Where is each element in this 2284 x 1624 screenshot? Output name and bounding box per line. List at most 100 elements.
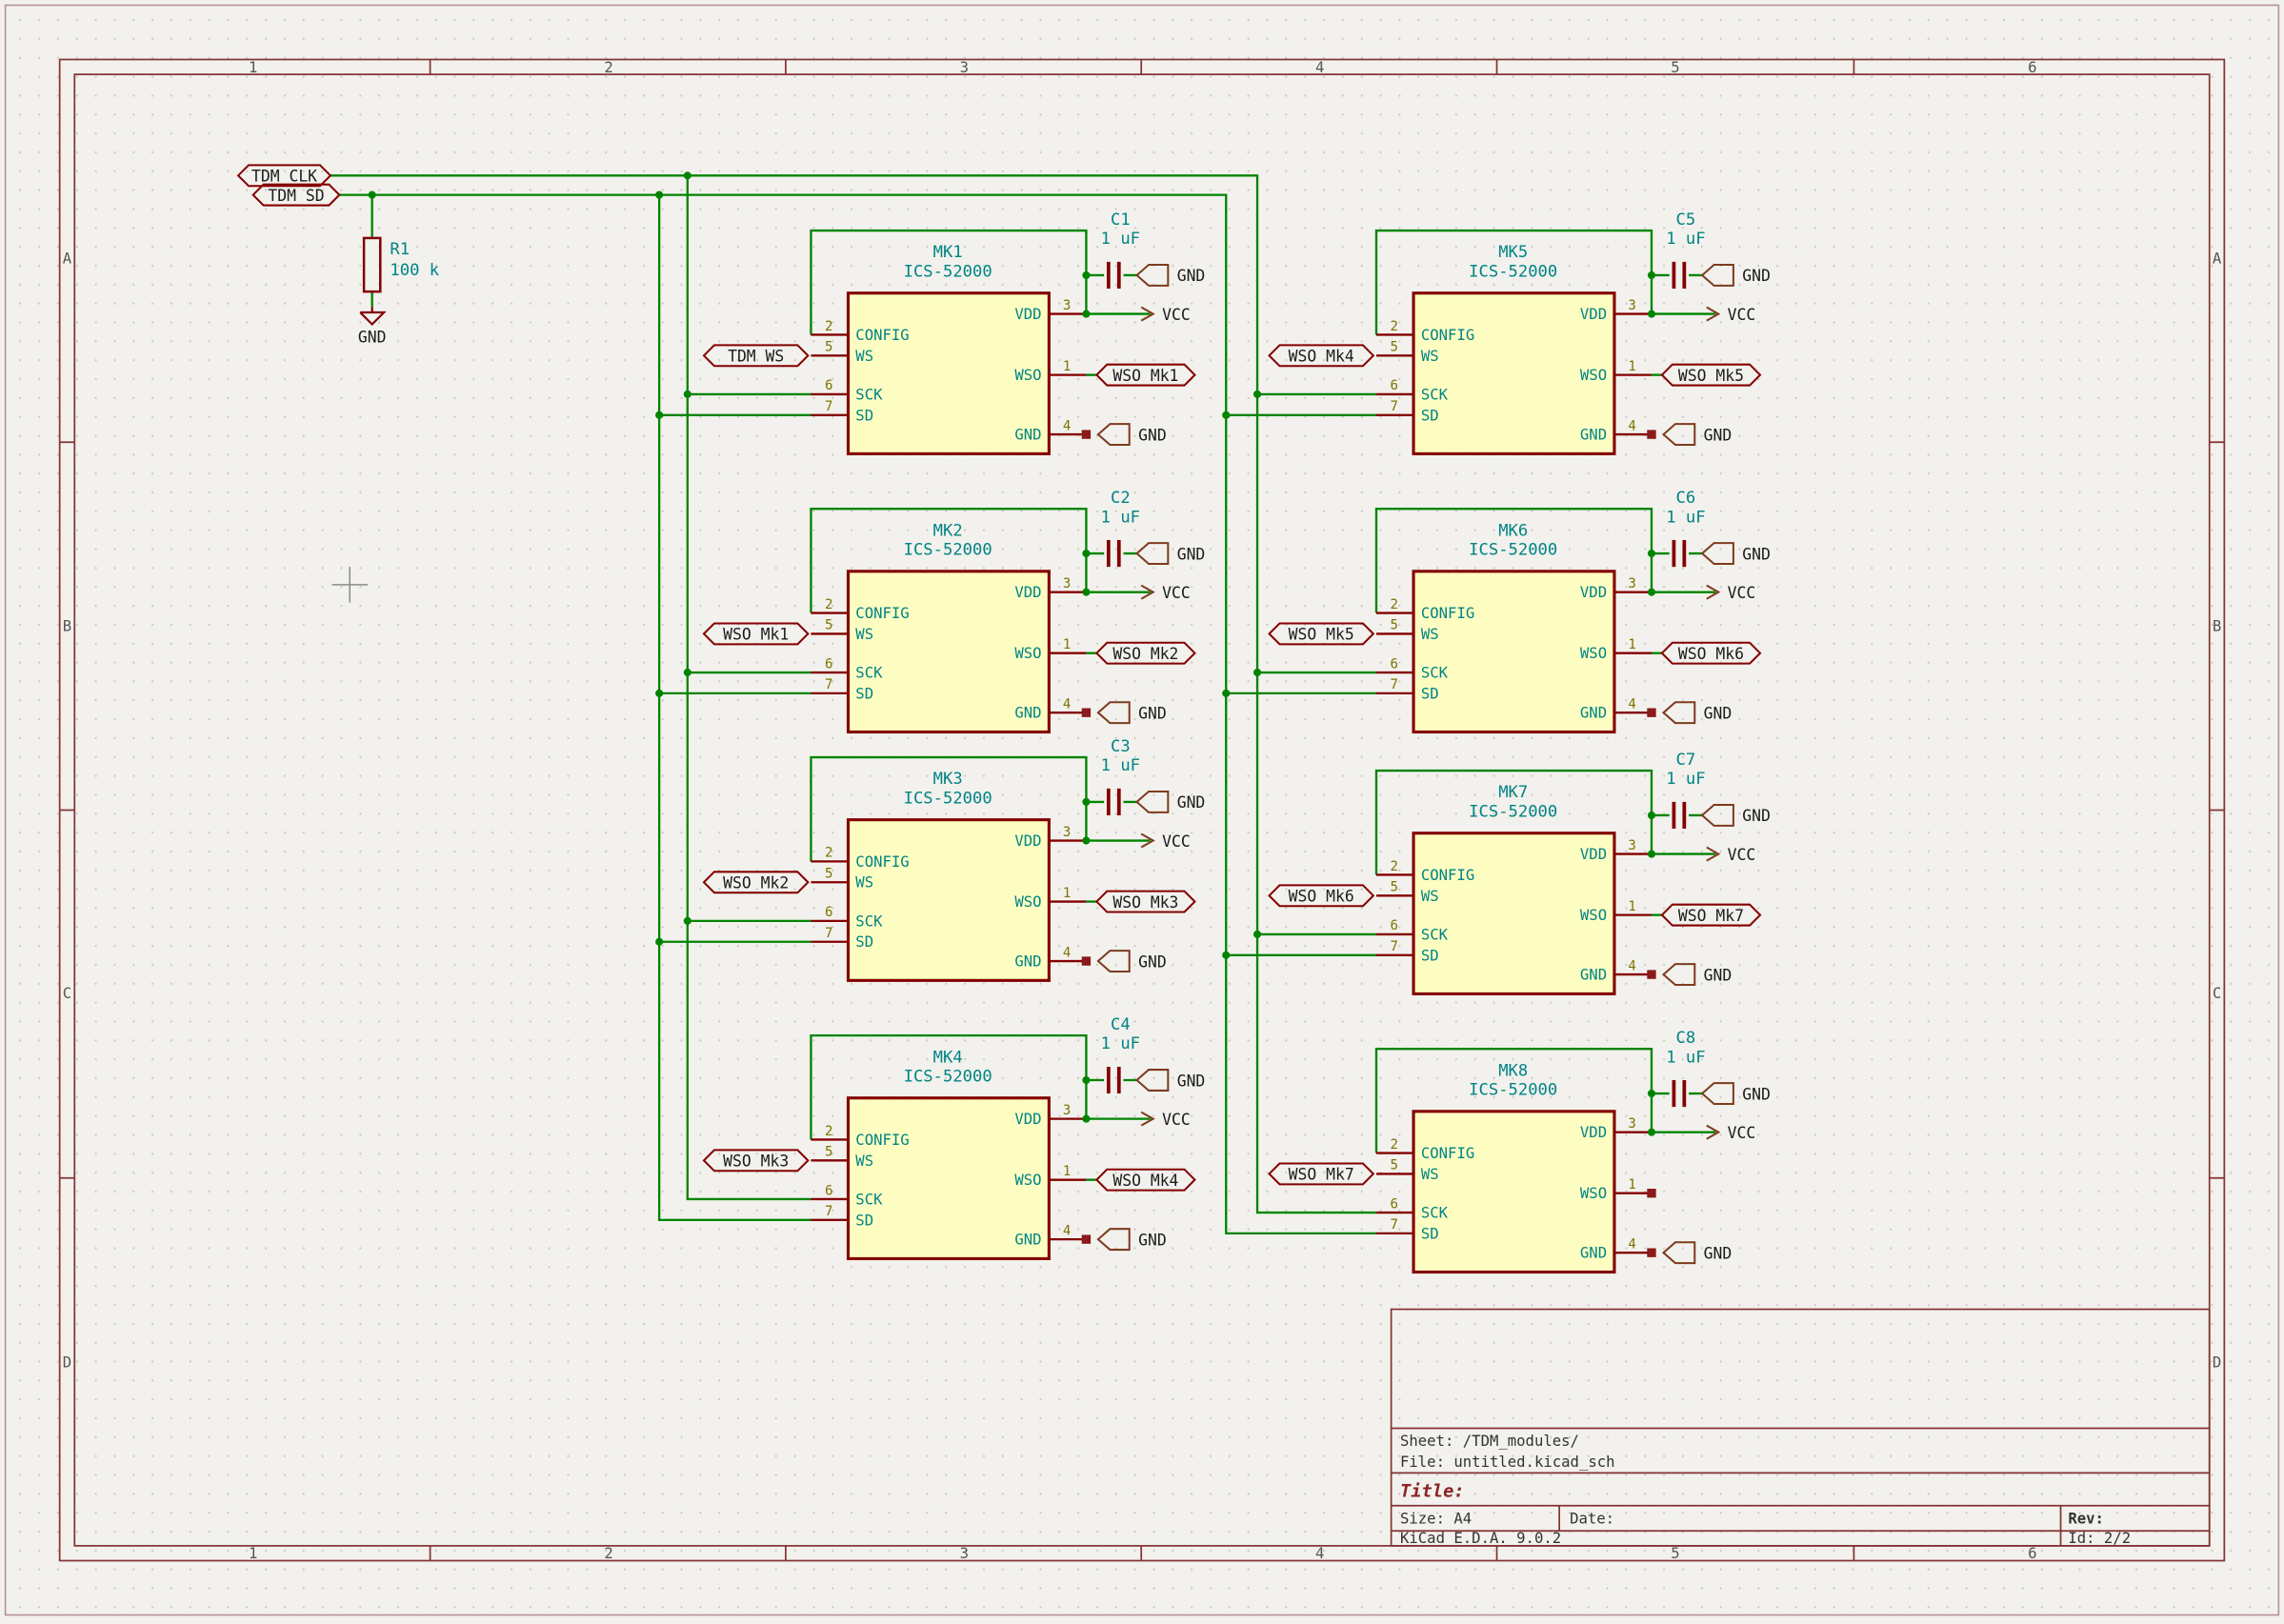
capacitor-value[interactable]: 1 uF <box>1666 230 1705 249</box>
pin-name-ws: WS <box>1421 1166 1439 1183</box>
gnd-label-text[interactable]: GND <box>1742 267 1771 285</box>
capacitor-value[interactable]: 1 uF <box>1101 230 1140 249</box>
gnd-label-text[interactable]: GND <box>1177 1072 1206 1090</box>
pin-name-vdd: VDD <box>1014 306 1041 323</box>
capacitor-reference[interactable]: C6 <box>1676 489 1696 508</box>
resistor-value[interactable]: 100 k <box>390 261 439 280</box>
vcc-label-text[interactable]: VCC <box>1728 306 1756 324</box>
global-label-text[interactable]: WSO Mk1 <box>1112 367 1178 385</box>
capacitor-value[interactable]: 1 uF <box>1101 756 1140 775</box>
part-value[interactable]: ICS-52000 <box>904 263 992 282</box>
global-label-text[interactable]: WSO Mk2 <box>1112 645 1178 663</box>
global-label-text[interactable]: WSO Mk5 <box>1289 626 1354 644</box>
vcc-label-text[interactable]: VCC <box>1162 584 1191 602</box>
capacitor-value[interactable]: 1 uF <box>1666 1048 1705 1067</box>
capacitor-reference[interactable]: C8 <box>1676 1029 1696 1048</box>
vcc-label-text[interactable]: VCC <box>1162 306 1191 324</box>
pin-number-sd: 7 <box>1391 399 1398 414</box>
gnd-label-text[interactable]: GND <box>1177 793 1206 812</box>
gnd-label-text[interactable]: GND <box>1138 704 1167 722</box>
pin-number-gnd: 4 <box>1063 1223 1071 1238</box>
part-value[interactable]: ICS-52000 <box>904 541 992 560</box>
reference-designator[interactable]: MK5 <box>1498 243 1528 262</box>
resistor-reference[interactable]: R1 <box>390 240 410 259</box>
global-label-text[interactable]: WSO Mk6 <box>1289 888 1354 906</box>
reference-designator[interactable]: MK2 <box>933 521 963 540</box>
vcc-label-text[interactable]: VCC <box>1162 832 1191 851</box>
gnd-label-text[interactable]: GND <box>1177 545 1206 563</box>
pin-number-gnd: 4 <box>1628 697 1635 712</box>
pin-number-config: 2 <box>825 319 832 334</box>
part-value[interactable]: ICS-52000 <box>1469 541 1557 560</box>
frame-row-label: B <box>2213 617 2221 634</box>
gnd-label-text[interactable]: GND <box>1177 267 1206 285</box>
gnd-label-text[interactable]: GND <box>1704 1244 1733 1262</box>
gnd-label-text[interactable]: GND <box>1704 426 1733 444</box>
gnd-label-text[interactable]: GND <box>1742 545 1771 563</box>
global-label-text[interactable]: WSO Mk6 <box>1678 645 1744 663</box>
pin-name-ws: WS <box>855 1153 873 1170</box>
reference-designator[interactable]: MK1 <box>933 243 963 262</box>
capacitor-reference[interactable]: C1 <box>1111 211 1131 230</box>
global-label-text[interactable]: WSO Mk2 <box>723 874 789 892</box>
capacitor-reference[interactable]: C7 <box>1676 751 1696 770</box>
part-value[interactable]: ICS-52000 <box>1469 803 1557 822</box>
capacitor-value[interactable]: 1 uF <box>1101 508 1140 527</box>
global-label-text[interactable]: WSO Mk3 <box>1112 893 1178 912</box>
pin-number-sck: 6 <box>825 656 832 672</box>
gnd-label-text[interactable]: GND <box>1138 426 1167 444</box>
global-label-text[interactable]: WSO Mk4 <box>1112 1172 1178 1190</box>
global-label-text[interactable]: TDM WS <box>728 348 784 366</box>
pin-number-sd: 7 <box>825 677 832 692</box>
pin-name-sck: SCK <box>855 386 883 403</box>
reference-designator[interactable]: MK4 <box>933 1048 963 1067</box>
capacitor-reference[interactable]: C5 <box>1676 211 1696 230</box>
capacitor-reference[interactable]: C2 <box>1111 489 1131 508</box>
frame-col-label: 4 <box>1315 59 1324 76</box>
vcc-label-text[interactable]: VCC <box>1728 584 1756 602</box>
gnd-label-text[interactable]: GND <box>1138 1231 1167 1249</box>
net-label-tdm-clk[interactable]: TDM CLK <box>238 165 331 186</box>
global-label-text[interactable]: WSO Mk7 <box>1678 907 1744 925</box>
capacitor-reference[interactable]: C3 <box>1111 737 1131 756</box>
global-label-text[interactable]: TDM CLK <box>251 168 317 186</box>
global-label-text[interactable]: WSO Mk4 <box>1289 348 1354 366</box>
reference-designator[interactable]: MK8 <box>1498 1061 1528 1080</box>
global-label-text[interactable]: WSO Mk3 <box>723 1153 789 1171</box>
frame-row-label: D <box>63 1353 71 1371</box>
vcc-label-text[interactable]: VCC <box>1162 1111 1191 1129</box>
gnd-label-text[interactable]: GND <box>1138 952 1167 971</box>
global-label-text[interactable]: WSO Mk1 <box>723 626 789 644</box>
capacitor-value[interactable]: 1 uF <box>1101 1034 1140 1053</box>
gnd-label-text[interactable]: GND <box>1704 966 1733 984</box>
capacitor-value[interactable]: 1 uF <box>1666 508 1705 527</box>
unconnected-pin-flag <box>1082 430 1091 438</box>
part-value[interactable]: ICS-52000 <box>1469 263 1557 282</box>
gnd-label-text[interactable]: GND <box>1704 704 1733 722</box>
vcc-label-text[interactable]: VCC <box>1728 1124 1756 1142</box>
pin-number-sck: 6 <box>1391 918 1398 933</box>
global-label-text[interactable]: WSO Mk5 <box>1678 367 1744 385</box>
part-value[interactable]: ICS-52000 <box>904 789 992 808</box>
global-label-text[interactable]: WSO Mk7 <box>1289 1166 1354 1184</box>
gnd-label-text[interactable]: GND <box>1742 807 1771 825</box>
pin-name-ws: WS <box>855 626 873 643</box>
capacitor-value[interactable]: 1 uF <box>1666 770 1705 789</box>
part-value[interactable]: ICS-52000 <box>1469 1081 1557 1100</box>
pin-name-wso: WSO <box>1580 907 1607 924</box>
unconnected-pin-flag <box>1647 970 1655 978</box>
frame-col-label: 2 <box>604 59 612 76</box>
reference-designator[interactable]: MK6 <box>1498 521 1528 540</box>
pin-name-config: CONFIG <box>855 327 909 344</box>
pin-name-wso: WSO <box>1014 367 1041 384</box>
gnd-symbol-text[interactable]: GND <box>358 328 387 346</box>
part-value[interactable]: ICS-52000 <box>904 1068 992 1087</box>
capacitor-reference[interactable]: C4 <box>1111 1015 1131 1034</box>
gnd-label-text[interactable]: GND <box>1742 1085 1771 1103</box>
global-label-text[interactable]: TDM SD <box>268 187 324 205</box>
vcc-label-text[interactable]: VCC <box>1728 846 1756 864</box>
reference-designator[interactable]: MK3 <box>933 770 963 789</box>
pin-name-gnd: GND <box>1014 953 1041 971</box>
reference-designator[interactable]: MK7 <box>1498 783 1528 802</box>
